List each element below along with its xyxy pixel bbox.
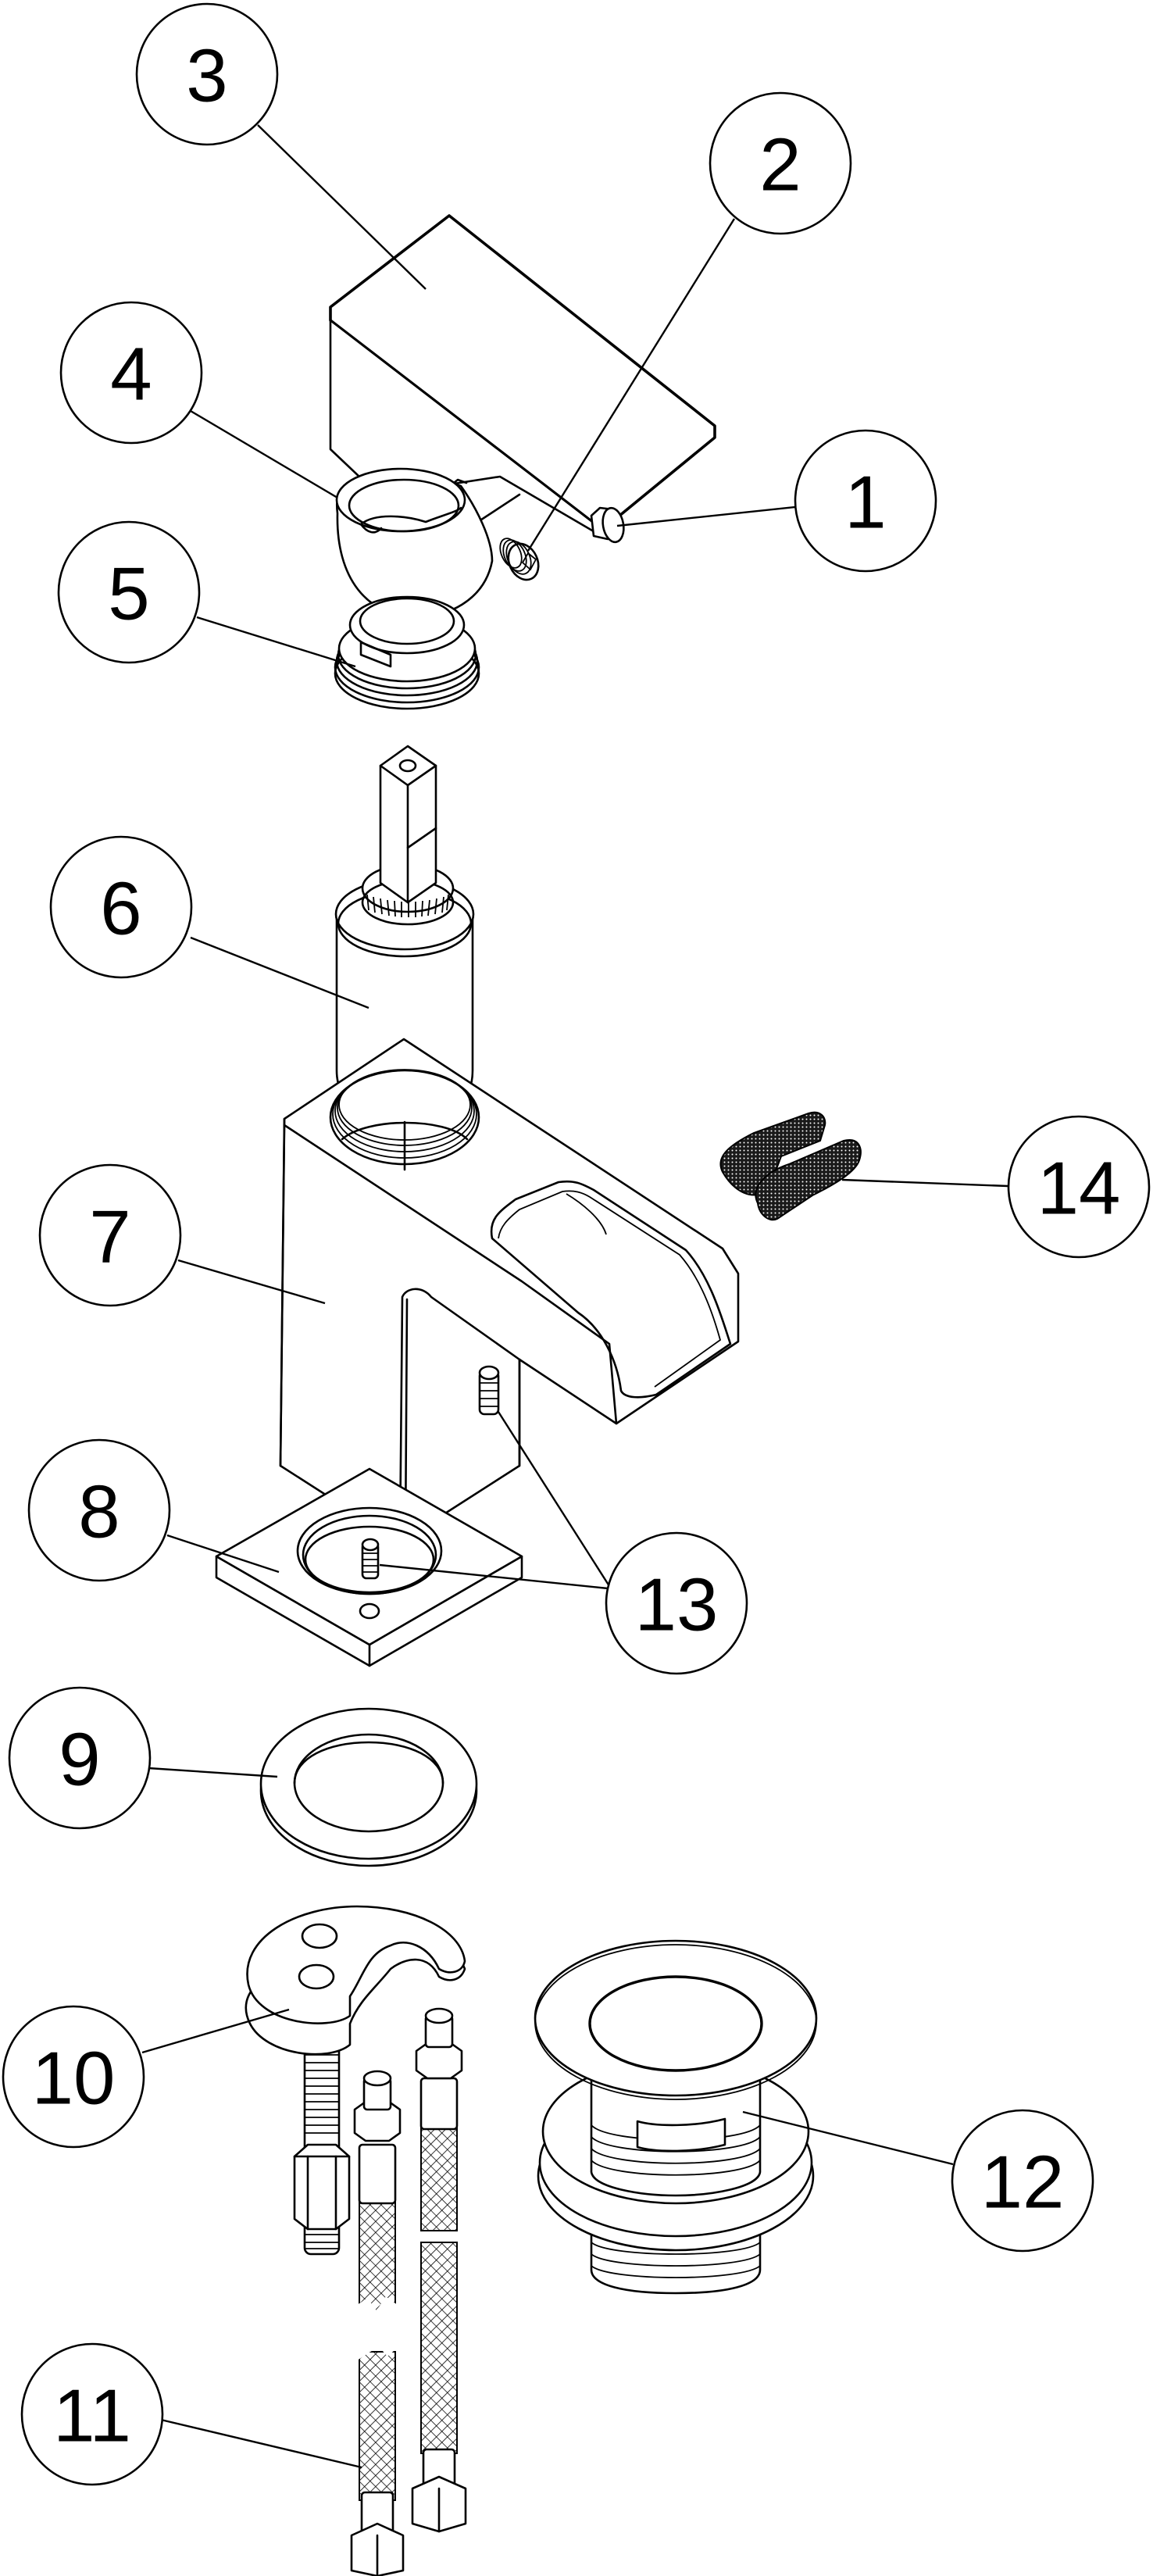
callout-12[interactable]: 12	[951, 2109, 1094, 2253]
leader-5	[196, 616, 356, 668]
spout-outlet	[490, 1180, 732, 1399]
callout-label-10: 10	[32, 2037, 116, 2120]
leader-lines	[141, 124, 1008, 2469]
callout-label-13: 13	[635, 1563, 719, 1647]
leader-14	[841, 1178, 1008, 1188]
callouts: 3 2 4 1 5 6 7 14	[2, 2, 1151, 2486]
body-stud	[478, 1365, 500, 1416]
leader-7	[177, 1259, 326, 1305]
callout-2[interactable]: 2	[709, 91, 852, 235]
leader-2	[527, 218, 736, 552]
part-waste	[534, 1939, 818, 2295]
part-shroud	[335, 467, 494, 619]
base-stud	[361, 1538, 380, 1580]
cartridge-spline	[366, 894, 449, 917]
callout-9[interactable]: 9	[8, 1686, 152, 1830]
part-washer	[259, 1707, 478, 1867]
leader-9	[148, 1767, 278, 1778]
callout-label-8: 8	[78, 1470, 120, 1554]
callout-label-6: 6	[100, 867, 141, 951]
leader-1	[616, 506, 796, 527]
part-base-plate	[215, 1467, 523, 1667]
callout-1[interactable]: 1	[794, 429, 937, 573]
callout-label-1: 1	[844, 461, 886, 545]
callout-14[interactable]: 14	[1007, 1115, 1151, 1259]
leader-10	[141, 2008, 290, 2054]
part-tap-body	[279, 1038, 740, 1544]
leader-11	[160, 2418, 362, 2469]
callout-5[interactable]: 5	[57, 520, 201, 664]
body-inlet-hole	[329, 1069, 480, 1171]
leader-13a	[379, 1563, 609, 1590]
horseshoe-plate-upper	[246, 1905, 466, 2024]
callout-8[interactable]: 8	[27, 1438, 171, 1582]
callout-label-9: 9	[59, 1718, 100, 1802]
hose-left	[350, 2070, 405, 2576]
part-grub-screw	[499, 538, 540, 581]
hose-right	[411, 2007, 467, 2533]
callout-label-7: 7	[89, 1195, 130, 1279]
part-cartridge-nut	[334, 595, 480, 710]
callout-3[interactable]: 3	[135, 2, 279, 146]
callout-11[interactable]: 11	[20, 2342, 164, 2486]
part-aerator	[719, 1111, 862, 1221]
part-flexible-hoses	[350, 2007, 467, 2576]
callout-label-12: 12	[981, 2141, 1065, 2224]
leader-3	[257, 124, 427, 290]
leader-6	[190, 936, 369, 1009]
part-handle-cap	[590, 506, 625, 544]
part-fixing-kit	[245, 1905, 466, 2256]
callout-10[interactable]: 10	[2, 2005, 145, 2149]
callout-6[interactable]: 6	[49, 835, 193, 979]
callout-label-2: 2	[759, 123, 801, 207]
callout-label-11: 11	[53, 2374, 131, 2458]
callout-label-14: 14	[1037, 1147, 1121, 1231]
callout-7[interactable]: 7	[38, 1163, 182, 1307]
leader-4	[190, 409, 338, 499]
threaded-rod	[293, 1995, 351, 2256]
leader-12	[742, 2110, 954, 2166]
callout-label-5: 5	[108, 552, 149, 636]
leader-8	[166, 1534, 280, 1574]
leader-13b	[497, 1411, 611, 1587]
callout-label-3: 3	[186, 34, 227, 118]
callout-13[interactable]: 13	[605, 1531, 748, 1675]
callout-label-4: 4	[110, 333, 152, 416]
callout-4[interactable]: 4	[59, 301, 203, 445]
